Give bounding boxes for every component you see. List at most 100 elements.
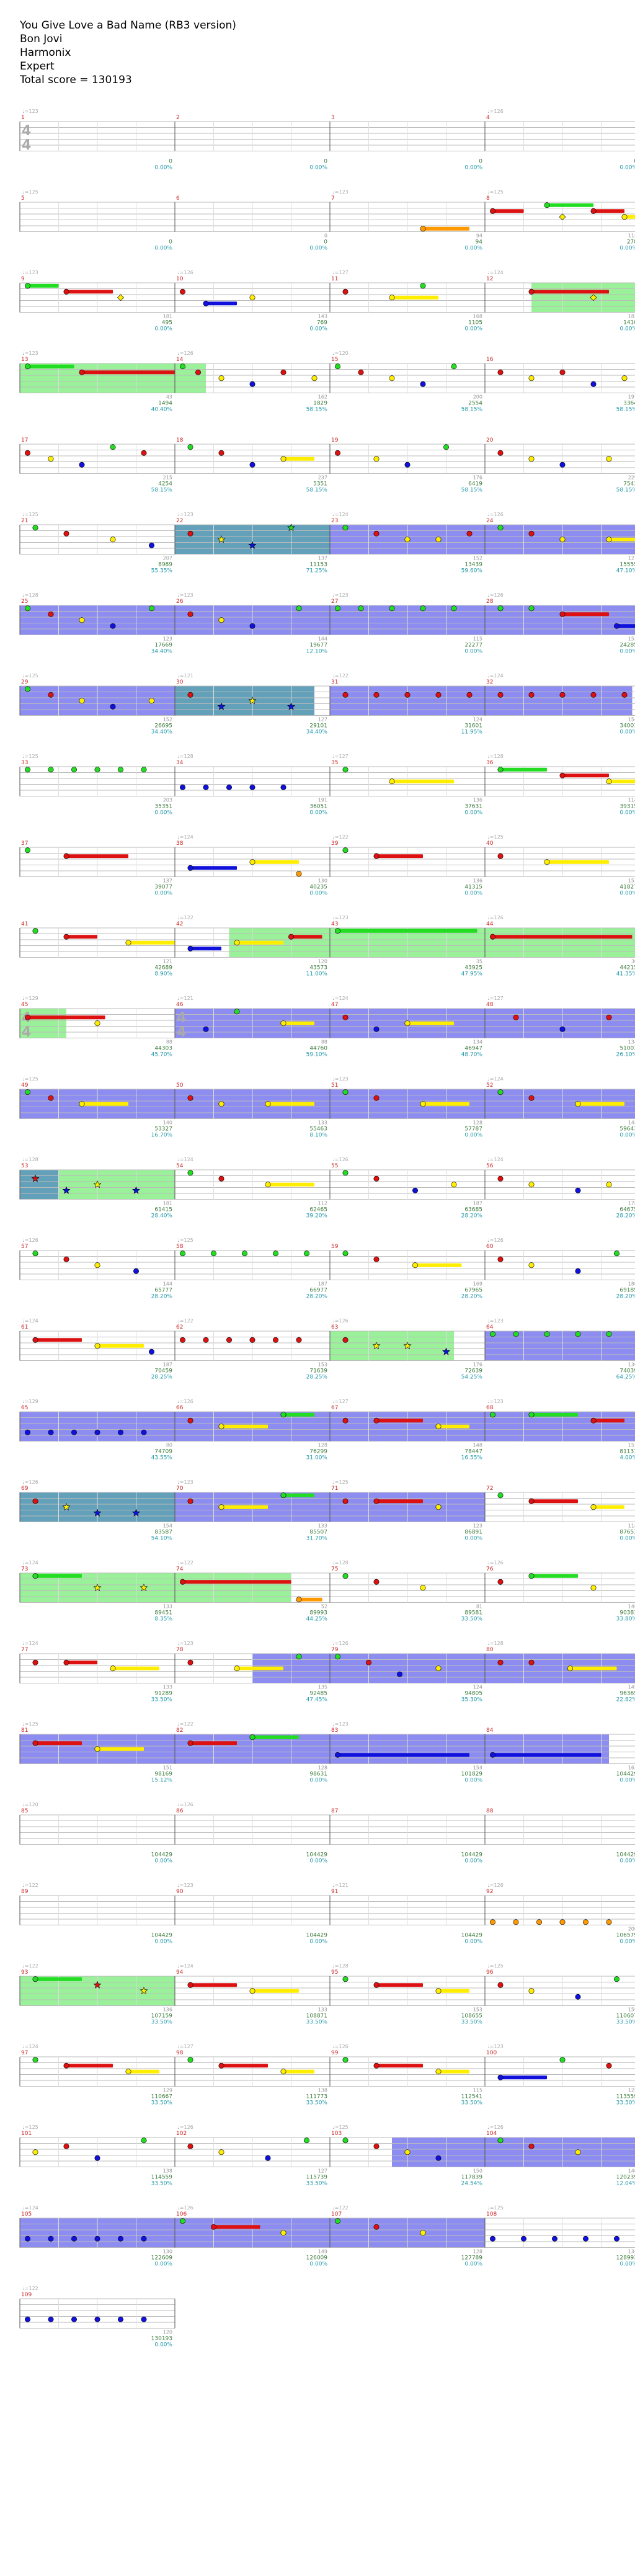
measure-score: 110607 [616,2013,635,2020]
gem-note [334,450,340,456]
gem-note [497,853,504,859]
sustain-bar [252,860,299,864]
measure-note-score: 181 [163,1201,172,1206]
tempo-marker: ♩=120 [332,350,349,356]
gem-note [203,1337,209,1343]
gem-note [389,605,395,612]
gem-note [342,1014,349,1020]
gem-note [544,1331,550,1337]
measure-score: 128993 [616,2255,635,2262]
gem-note [497,767,504,773]
gem-note [24,2316,30,2322]
measure-number: 77 [21,1647,28,1653]
gem-note [404,461,411,468]
measure-number: 44 [486,921,494,927]
measure-score: 106579 [616,1933,635,1939]
gem-note [141,2316,147,2322]
measure-note-score: 203 [163,798,172,803]
sustain-bar [500,2075,547,2080]
star-note [217,535,226,543]
gem-note [94,1020,100,1027]
gem-note [559,692,566,698]
gem-note [179,2218,185,2224]
measure-number: 28 [486,599,494,605]
sustain-bar [392,779,454,783]
gem-note [280,369,286,375]
measure-percent: 33.50% [151,2181,173,2187]
gem-note [141,450,147,456]
gem-note [404,537,411,543]
sustain-bar [128,2069,159,2074]
star-note [442,1347,450,1355]
time-signature-bottom: 4 [177,1025,186,1040]
measure-percent: 0.00% [619,1133,635,1139]
measure-percent: 35.30% [461,1697,483,1703]
gem-note [63,1659,69,1665]
measure-score: 39077 [154,885,172,891]
tempo-marker: ♩=122 [332,673,349,679]
gem-note [528,1095,535,1101]
sustain-bar [221,2064,268,2068]
measure-score: 114559 [151,2175,173,2181]
measure-score: 39315 [619,804,635,810]
measure-note-score: 229 [628,475,635,481]
tempo-marker: ♩=122 [177,1721,193,1727]
measure-score: 0 [479,159,482,165]
measure-score: 0 [634,159,635,165]
measure-score: 87653 [619,1530,635,1536]
star-note [132,1509,140,1517]
gem-note [342,847,349,853]
measure-percent: 16.70% [151,1133,173,1139]
gem-note [559,772,566,778]
gem-note [389,295,395,301]
sustain-bar [438,1989,469,1993]
sustain-bar [66,2064,113,2068]
tempo-marker: ♩=126 [487,915,504,920]
sustain-bar [97,1747,144,1751]
measure-score: 44303 [154,1046,172,1052]
gem-note [210,1250,216,1257]
tempo-marker: ♩=126 [22,1479,38,1485]
gem-note [373,692,380,698]
measure-number: 75 [331,1566,338,1572]
gem-note [141,2235,147,2242]
measure-score: 53327 [154,1126,172,1133]
gem-note [179,1337,185,1343]
gem-note [513,1331,519,1337]
sustain-bar [562,612,609,617]
measure-percent: 24.54% [461,2181,483,2187]
measure-percent: 33.50% [151,2020,173,2026]
sustain-bar [35,1741,82,1745]
gem-note [94,1262,100,1268]
measure-score: 1829 [313,401,327,407]
measure-score: 769 [317,320,327,326]
measure-note-score: 138 [163,2168,172,2174]
measure-percent: 33.50% [306,2100,328,2106]
star-note [93,1583,102,1592]
gem-note [342,692,349,698]
gem-note [373,2062,380,2069]
tempo-marker: ♩=122 [177,1318,193,1324]
gem-note [187,1170,193,1176]
measure-note-score: 138 [318,2088,327,2093]
tempo-marker: ♩=124 [332,512,349,517]
measure-score: 107159 [151,2013,173,2020]
gem-note [296,871,302,877]
tempo-marker: ♩=122 [332,2205,349,2211]
gem-note [497,692,504,698]
tempo-marker: ♩=123 [177,1641,193,1646]
measure-note-score: 150 [473,2168,482,2174]
measure-percent: 11.95% [461,729,483,736]
measure-number: 89 [21,1889,29,1895]
sustain-bar [624,215,635,219]
measure-percent: 0.00% [309,810,327,816]
gem-note [94,1429,100,1435]
gem-note [342,288,349,295]
tempo-marker: ♩=125 [22,189,38,195]
gem-note [79,617,85,623]
measure-percent: 33.50% [151,2100,173,2106]
gem-note [342,1337,349,1343]
gem-note [621,375,628,381]
tempo-marker: ♩=126 [487,1237,504,1243]
